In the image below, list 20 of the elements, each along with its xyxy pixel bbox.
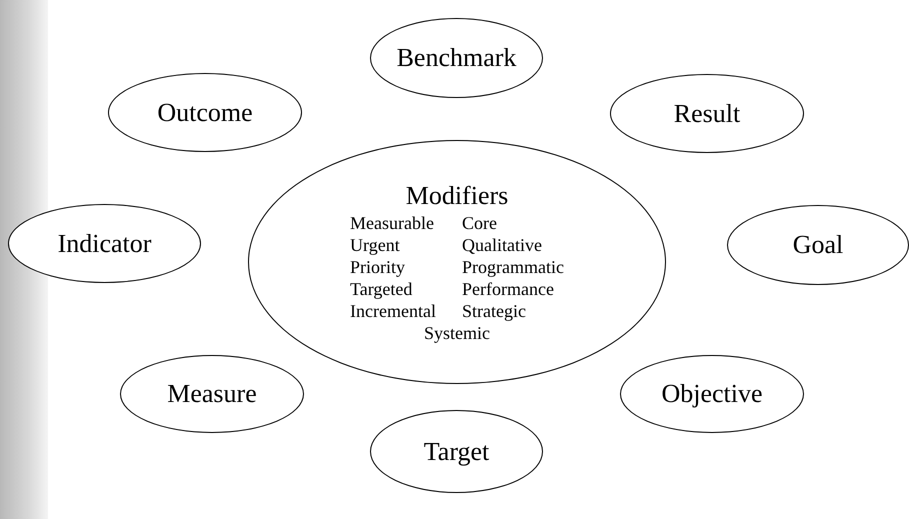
term-label: Target	[424, 436, 490, 466]
modifier-term: Priority	[350, 256, 406, 278]
ellipse-heading: Modifiers	[406, 180, 508, 210]
modifier-term: Incremental	[350, 300, 436, 322]
modifier-term: Systemic	[423, 322, 491, 344]
modifier-term: Measurable	[350, 212, 435, 234]
modifier-term: Strategic	[462, 300, 527, 322]
term-label: Indicator	[58, 228, 152, 258]
term-label: Benchmark	[396, 43, 516, 73]
modifier-term: Core	[462, 212, 498, 234]
modifier-term: Qualitative	[462, 234, 543, 256]
term-label: Goal	[792, 230, 844, 260]
term-label: Objective	[661, 379, 763, 409]
modifier-term: Performance	[462, 278, 555, 300]
modifier-term: Programmatic	[462, 256, 564, 278]
term-label: Measure	[167, 379, 257, 409]
term-label: Result	[674, 98, 740, 128]
term-label: Outcome	[157, 98, 253, 128]
modifier-term: Urgent	[350, 234, 401, 256]
modifier-term: Targeted	[350, 278, 414, 300]
